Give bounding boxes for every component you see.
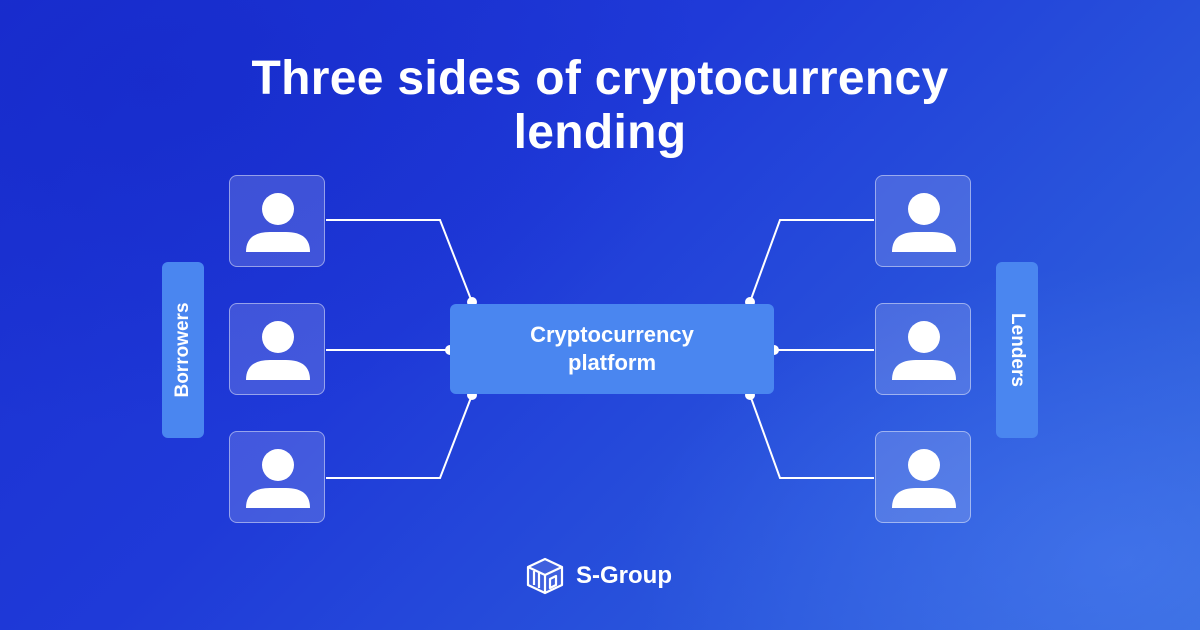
- borrower-card-3: [229, 431, 325, 523]
- lenders-label: Lenders: [1007, 313, 1028, 387]
- cube-logo-icon: [526, 557, 564, 595]
- borrower-card-1: [229, 175, 325, 267]
- title-line-2: lending: [513, 106, 687, 159]
- connector-lender-1: [749, 219, 874, 303]
- platform-box: Cryptocurrency platform: [450, 304, 774, 394]
- diagram-title: Three sides of cryptocurrency lending: [0, 52, 1200, 160]
- platform-label: Cryptocurrency platform: [530, 321, 694, 377]
- title-line-1: Three sides of cryptocurrency: [251, 52, 949, 105]
- brand-logo: S-Group: [524, 554, 672, 598]
- borrower-card-2: [229, 303, 325, 395]
- lender-card-3: [875, 431, 971, 523]
- platform-line-1: Cryptocurrency: [530, 322, 694, 347]
- user-icon: [892, 449, 956, 508]
- lender-card-1: [875, 175, 971, 267]
- brand-name: S-Group: [576, 562, 672, 589]
- borrowers-tab: Borrowers: [162, 262, 204, 438]
- connector-borrower-3: [326, 394, 473, 479]
- user-icon: [246, 193, 310, 252]
- lender-card-2: [875, 303, 971, 395]
- user-icon: [892, 321, 956, 380]
- user-icon: [892, 193, 956, 252]
- platform-line-2: platform: [568, 350, 656, 375]
- borrowers-label: Borrowers: [172, 302, 193, 398]
- connector-lender-3: [749, 394, 874, 479]
- lenders-tab: Lenders: [996, 262, 1038, 438]
- connector-borrower-1: [326, 219, 473, 303]
- user-icon: [246, 449, 310, 508]
- user-icon: [246, 321, 310, 380]
